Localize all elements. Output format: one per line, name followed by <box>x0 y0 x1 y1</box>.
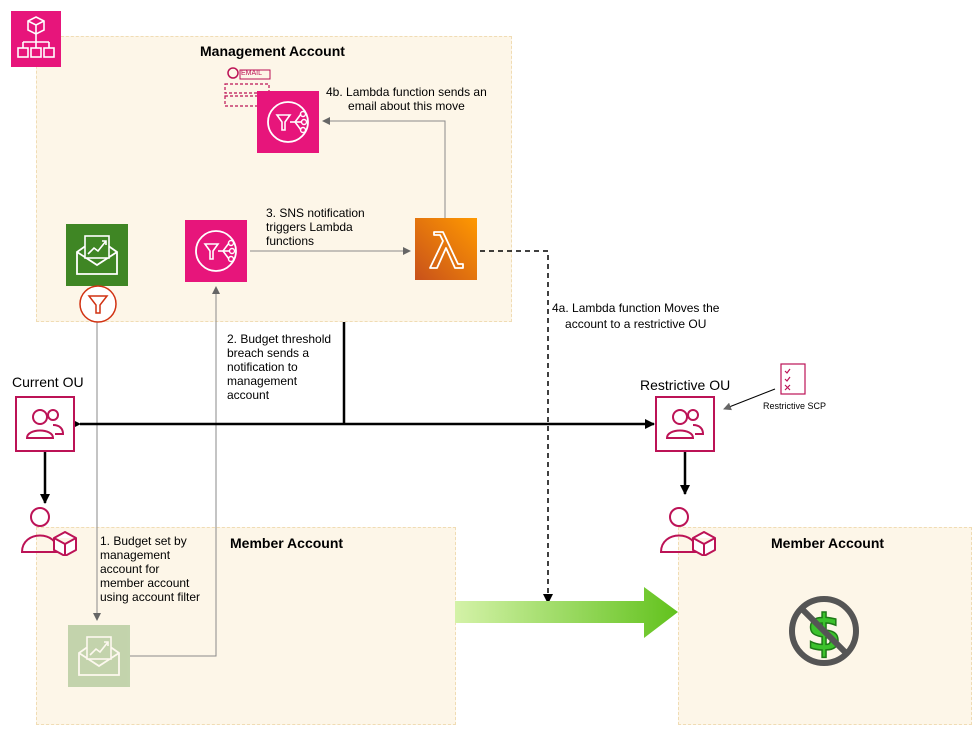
no-spending-icon: $ <box>785 592 863 670</box>
sns-email-icon <box>257 91 319 153</box>
scp-checklist-icon <box>780 363 806 395</box>
step1-line-2: management <box>100 548 171 562</box>
step4b-label: 4b. Lambda function sends an email about… <box>326 85 487 113</box>
sns-icon <box>185 220 247 282</box>
member-account-region-right <box>678 527 972 725</box>
lambda-icon <box>415 218 477 280</box>
step1-label: 1. Budget set by management account for … <box>100 534 200 604</box>
organizations-icon <box>11 11 61 67</box>
step4b-connector <box>322 117 446 218</box>
email-icon: EMAIL <box>224 64 272 112</box>
management-account-title: Management Account <box>200 43 345 59</box>
email-icon-text: EMAIL <box>241 70 263 77</box>
step4b-line-1: 4b. Lambda function sends an <box>326 85 487 99</box>
member-account-title-right: Member Account <box>771 535 885 551</box>
step3-line-2: triggers Lambda <box>266 220 353 234</box>
step1-line-5: using account filter <box>100 590 201 604</box>
step1-line-4: member account <box>100 576 190 590</box>
step2-line-4: management <box>227 374 298 388</box>
member-account-icon-right <box>657 504 719 557</box>
account-move-arrow <box>455 587 678 638</box>
step3-label: 3. SNS notification triggers Lambda func… <box>266 206 365 248</box>
step4a-line-1: 4a. Lambda function Moves the <box>552 301 720 315</box>
member-account-icon-left <box>18 504 80 557</box>
step2-line-2: breach sends a <box>227 346 310 360</box>
step3-line-3: functions <box>266 234 315 248</box>
step2-connector <box>130 286 220 657</box>
step4b-line-2: email about this move <box>348 99 465 113</box>
step2-line-5: account <box>227 388 270 402</box>
current-ou-label: Current OU <box>12 374 84 390</box>
current-ou-icon <box>15 396 75 452</box>
member-account-region-left <box>36 527 456 725</box>
restrictive-scp-label: Restrictive SCP <box>763 401 827 411</box>
step1-line-1: 1. Budget set by <box>100 534 187 548</box>
step4a-line-2: account to a restrictive OU <box>565 317 707 331</box>
step2-line-1: 2. Budget threshold <box>227 332 332 346</box>
step2-label: 2. Budget threshold breach sends a notif… <box>227 332 331 402</box>
step2-line-3: notification to <box>227 360 298 374</box>
step4a-connector <box>480 250 553 604</box>
filter-icon <box>78 284 118 324</box>
restrictive-ou-icon <box>655 396 715 452</box>
scp-pointer <box>723 388 776 411</box>
restrictive-ou-label: Restrictive OU <box>640 377 731 393</box>
budgets-icon <box>66 224 128 286</box>
step3-line-1: 3. SNS notification <box>266 206 365 220</box>
member-budgets-icon <box>68 625 130 687</box>
step1-line-3: account for <box>100 562 160 576</box>
member-account-title-left: Member Account <box>230 535 344 551</box>
step4a-label: 4a. Lambda function Moves the account to… <box>552 300 719 332</box>
